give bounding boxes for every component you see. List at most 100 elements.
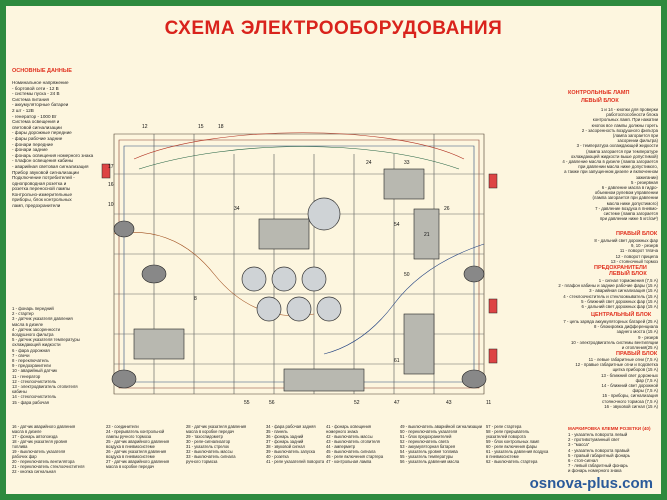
basic-data-line: - фары дорожные передние [12, 130, 72, 136]
socket-line: 1 - указатель поворота левый [568, 432, 628, 437]
svg-text:55: 55 [244, 400, 250, 406]
lamp-block-line: зажигании) [635, 174, 658, 180]
legend-line: 54 - указатель уровня топлива [400, 449, 458, 454]
fuse-line: 15 - приборы, сигнализация [602, 393, 658, 399]
legend-line: охлаждающей жидкости [12, 342, 61, 348]
legend-line: воздуха в пневмосистеме [106, 444, 155, 449]
legend-line: 5 - датчик указателя температуры [12, 337, 80, 343]
svg-text:17: 17 [108, 164, 114, 170]
legend-line: 2 - стартер [12, 311, 34, 317]
basic-data-line: - генератор - 1000 Вт [12, 113, 57, 119]
legend-line: 9 - предохранители [12, 363, 51, 369]
svg-text:24: 24 [366, 160, 372, 166]
basic-data-line: Номинальное напряжение [12, 80, 69, 85]
svg-text:8: 8 [194, 296, 197, 302]
fuse-line: 16 - звуковой сигнал (15 А) [604, 403, 658, 409]
legend-line: 34 - фара рабочая задняя [266, 424, 316, 429]
basic-data-line: Система питания [12, 96, 50, 102]
svg-text:50: 50 [404, 272, 410, 278]
fuse-line: 14 - ближний свет дорожной [601, 383, 658, 389]
basic-data-line: - фары рабочие задние [12, 135, 63, 141]
legend-line: 16 - датчик аварийного давления [12, 424, 76, 429]
right-block-line: 11 - поворот тягача [619, 248, 658, 254]
socket-line: 6 - стоп-сигнал [568, 458, 598, 464]
svg-text:56: 56 [269, 400, 275, 406]
basic-data-line: световой сигнализации [12, 124, 62, 130]
basic-data-line: - фонари задние [12, 147, 48, 153]
legend-line: 31 - указатель стрелок [186, 444, 229, 449]
right-block-line: 8 - дальний свет дорожных фар [594, 238, 658, 243]
legend-line: масла в дизеле [12, 429, 42, 434]
lamp-block-line: (лампа загорается при температуре [586, 148, 658, 154]
svg-text:18: 18 [218, 124, 224, 130]
lamp-block-line: охлаждающей жидкости выше допустимой) [570, 153, 658, 159]
electrical-units [133, 168, 440, 392]
fuse-line: заднего моста (15 А) [616, 329, 658, 335]
basic-data-line: - плафон освещения кабины [12, 158, 74, 164]
fuses-right-list: 11 - левые габаритные огни (7,5 А)12 - п… [526, 357, 658, 409]
legend-line: 11 - генератор [12, 373, 41, 379]
legend-line: 30 - реле-сигнализатор [186, 439, 231, 444]
legend-line: 46 - реле включения стартера [326, 454, 384, 459]
legend-line: в пневмосистеме [486, 454, 519, 459]
basic-data-line: Система освещения и [12, 119, 60, 125]
lamp-block-line: 7 - давление воздуха в пневмо- [595, 205, 658, 211]
fuse-line: фары (7,5 А) [632, 388, 659, 394]
legend-line: 28 - датчик указателя давления [186, 424, 247, 429]
legend-line: номерного знака [326, 429, 358, 434]
socket-line: 4 - указатель поворота правый [568, 447, 630, 453]
lamp-block-line: объемном рулевом управлении [594, 190, 658, 196]
svg-text:16: 16 [108, 182, 114, 188]
fuse-line: 12 - правые габаритные огни и подсветка [575, 362, 658, 368]
lamp-block-line: работоспособности блока [606, 112, 658, 118]
basic-data-heading: ОСНОВНЫЕ ДАННЫЕ [12, 68, 72, 74]
right-block-heading: ПРАВЫЙ БЛОК [616, 231, 658, 237]
svg-text:52: 52 [354, 400, 360, 406]
legend-line: 3 - датчик указателя давления [12, 316, 73, 322]
legend-line: 29 - тахоспидометр [186, 434, 223, 439]
legend-line: 15 - фара рабочая [12, 399, 49, 405]
socket-line: 7 - левый габаритный фонарь [568, 463, 628, 469]
legend-line: 32 - выключатель массы [186, 449, 233, 454]
legend-line: 37 - фонарь задний [266, 439, 304, 444]
lamp-block-subheading: ЛЕВЫЙ БЛОК [581, 98, 619, 104]
svg-text:54: 54 [394, 222, 400, 228]
lamp-block-line: а также при запущенном дизеле и включенн… [564, 169, 658, 175]
legend-line: масла в дизеле [12, 321, 44, 327]
legend-line: 47 - контрольная лампа [326, 459, 372, 464]
right-block-line: 12 - поворот прицепа [615, 253, 658, 259]
legend-line: 38 - звуковой сигнал [266, 444, 305, 449]
dashboard-gauges [241, 197, 342, 322]
legend-line: 59 - блок контрольных ламп [486, 439, 540, 444]
legend-line: 45 - выключатель сигнала [326, 449, 376, 454]
poster-title: СХЕМА ЭЛЕКТРООБОРУДОВАНИЯ [164, 18, 503, 39]
basic-data-line: Контрольно-измерительные [12, 191, 73, 197]
basic-data-line: Прибор звуковой сигнализации [12, 169, 79, 175]
legend-line: указателей поворота [486, 434, 526, 439]
lamp-block-heading: КОНТРОЛЬНЫЕ ЛАМП [568, 90, 630, 96]
legend-line: кабины [12, 389, 27, 395]
legend-line: 17 - фонарь автопоезда [12, 434, 58, 439]
fuse-line: 5 - ближний свет дорожных фар (15 А) [581, 298, 658, 304]
fuse-blocks [101, 163, 498, 364]
legend-line: 12 - стеклоочиститель [12, 378, 57, 384]
svg-text:15: 15 [198, 124, 204, 130]
fuse-line: 8 - блокировка дифференциала [594, 324, 658, 330]
legend-line: 40 - розетка [266, 454, 289, 459]
legend-line: 23 - соединители [106, 424, 139, 429]
basic-data-line: приборы, блок контрольных [12, 197, 72, 203]
legend-line: 4 - датчик засоренности [12, 326, 61, 332]
legend-line: 44 - амперметр [326, 444, 356, 449]
site-watermark: osnova-plus.com [529, 475, 653, 492]
lamp-block-line: засорении фильтра) [617, 138, 658, 144]
legend-line: 25 - датчик аварийного давления [106, 439, 170, 444]
